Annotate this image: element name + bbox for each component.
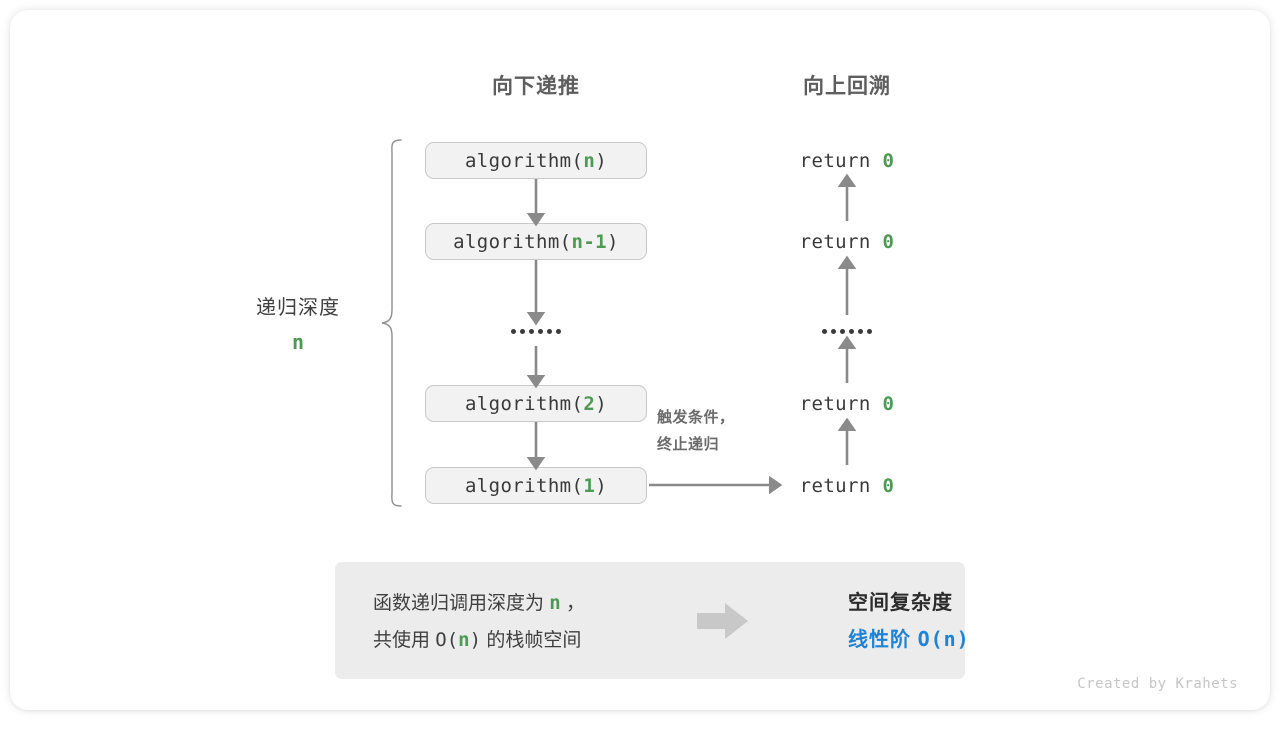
call-box-arg: n <box>583 149 596 172</box>
return-label-4: return 0 <box>800 475 895 497</box>
call-box-2: algorithm(2) <box>425 385 647 422</box>
recursion-depth-label: 递归深度 n <box>256 291 340 354</box>
summary-line2-n: n <box>458 629 470 651</box>
summary-line2-text-b: 的栈帧空间 <box>481 630 582 651</box>
dot <box>858 329 863 334</box>
call-box-suffix: ) <box>595 149 608 172</box>
summary-line1-n: n <box>549 592 561 614</box>
dot <box>529 329 534 334</box>
termination-condition-label: 触发条件， 终止递归 <box>657 404 735 458</box>
dot <box>556 329 561 334</box>
return-text: return <box>799 393 883 415</box>
return-value: 0 <box>882 150 895 172</box>
call-box-arg: n-1 <box>571 230 608 253</box>
return-label-1: return 0 <box>800 150 895 172</box>
return-label-3: return 0 <box>800 393 895 415</box>
column-heading-downward: 向下递推 <box>492 75 580 98</box>
dot <box>547 329 552 334</box>
diagram-card: 向下递推 向上回溯 递归深度 n algorithm(n) algorithm(… <box>10 10 1270 710</box>
column-heading-upward: 向上回溯 <box>803 75 891 98</box>
dot <box>849 329 854 334</box>
summary-result-value: 线性阶 O(n) <box>848 621 969 658</box>
recursion-depth-text: 递归深度 <box>256 297 340 319</box>
call-box-n-minus-1: algorithm(n-1) <box>425 223 647 260</box>
return-value: 0 <box>882 231 895 253</box>
ellipsis-dots-left <box>511 329 561 334</box>
dot <box>831 329 836 334</box>
call-box-1: algorithm(1) <box>425 467 647 504</box>
dot <box>538 329 543 334</box>
return-label-2: return 0 <box>800 231 895 253</box>
summary-result-title: 空间复杂度 <box>848 592 953 614</box>
dot <box>867 329 872 334</box>
return-text: return <box>799 231 883 253</box>
summary-result: 空间复杂度 线性阶 O(n) <box>848 585 969 658</box>
depth-brace-icon <box>381 139 402 507</box>
return-value: 0 <box>882 393 895 415</box>
termination-condition-line2: 终止递归 <box>657 436 720 453</box>
return-text: return <box>799 150 883 172</box>
summary-description: 函数递归调用深度为 n ， 共使用 O(n) 的栈帧空间 <box>373 585 585 659</box>
ellipsis-dots-right <box>822 329 872 334</box>
call-box-arg: 1 <box>583 474 596 497</box>
call-box-prefix: algorithm( <box>464 392 584 415</box>
call-box-suffix: ) <box>595 392 608 415</box>
summary-line2-text-a: 共使用 <box>373 630 436 651</box>
summary-line-1: 函数递归调用深度为 n ， <box>373 585 585 622</box>
dot <box>840 329 845 334</box>
summary-line1-text-b: ， <box>560 593 586 614</box>
call-box-arg: 2 <box>583 392 596 415</box>
termination-condition-line1: 触发条件， <box>657 409 735 426</box>
summary-line-2: 共使用 O(n) 的栈帧空间 <box>373 622 585 659</box>
call-box-prefix: algorithm( <box>464 149 584 172</box>
dot <box>511 329 516 334</box>
credit-label: Created by Krahets <box>1077 676 1238 692</box>
summary-line1-text-a: 函数递归调用深度为 <box>373 593 550 614</box>
summary-panel: 函数递归调用深度为 n ， 共使用 O(n) 的栈帧空间 空间复杂度 线性阶 O… <box>335 562 969 679</box>
call-box-prefix: algorithm( <box>464 474 584 497</box>
summary-line2-o: O( <box>435 629 459 651</box>
recursion-depth-value: n <box>291 330 305 354</box>
return-value: 0 <box>882 475 895 497</box>
call-box-suffix: ) <box>607 230 619 253</box>
summary-result-value-mono: O(n) <box>917 627 970 651</box>
dot <box>520 329 525 334</box>
summary-line2-close: ) <box>469 629 482 651</box>
right-block-arrow-icon <box>697 603 748 639</box>
call-box-suffix: ) <box>595 474 608 497</box>
call-box-prefix: algorithm( <box>453 230 572 253</box>
call-box-n: algorithm(n) <box>425 142 647 179</box>
summary-result-value-text: 线性阶 <box>848 629 918 651</box>
return-text: return <box>799 475 883 497</box>
dot <box>822 329 827 334</box>
